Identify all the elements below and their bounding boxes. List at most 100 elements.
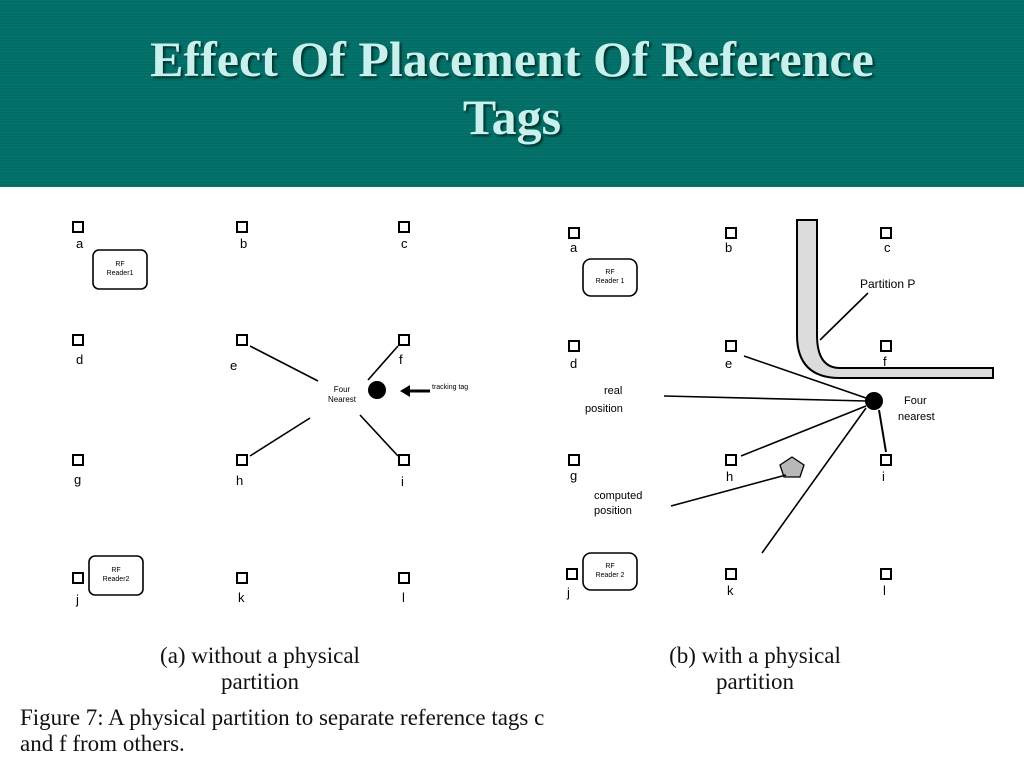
diagram-b: a b c d e f g h i j k l RF Reader 1 RF R… xyxy=(566,219,994,600)
caption-a-line1: (a) without a physical xyxy=(160,643,360,668)
tag-label-d: d xyxy=(76,352,83,367)
computed-position-line xyxy=(670,474,787,507)
tag-label-c: c xyxy=(884,240,891,255)
figure-caption: Figure 7: A physical partition to separa… xyxy=(20,705,1010,757)
link-h xyxy=(740,405,867,457)
title-line-1: Effect Of Placement Of Reference xyxy=(150,31,874,87)
tag-square-c xyxy=(398,221,410,233)
tag-square-h xyxy=(236,454,248,466)
tag-square-l xyxy=(398,572,410,584)
tag-square-g xyxy=(568,454,580,466)
tag-label-k: k xyxy=(727,583,734,598)
tag-square-k xyxy=(236,572,248,584)
rf-reader-1-line1: RF xyxy=(115,261,124,268)
four-nearest-label-line1: Four xyxy=(904,395,927,407)
tag-square-d xyxy=(72,334,84,346)
tag-label-b: b xyxy=(240,236,247,251)
partition-label: Partition P xyxy=(860,277,915,291)
tag-square-j xyxy=(72,572,84,584)
tag-label-k: k xyxy=(238,590,245,605)
tag-square-e xyxy=(725,340,737,352)
diagram-a: a b c d e f g h i j k l RF Reader1 RF Re… xyxy=(72,221,468,607)
four-nearest-label-line1: Four xyxy=(334,385,351,394)
tag-square-k xyxy=(725,568,737,580)
link-f xyxy=(367,345,399,381)
rf-reader-2-box xyxy=(88,555,144,596)
tag-label-d: d xyxy=(570,356,577,371)
tag-label-l: l xyxy=(883,583,886,598)
title-line-2: Tags xyxy=(462,89,562,145)
caption-a-line2: partition xyxy=(221,669,299,694)
tag-label-l: l xyxy=(402,590,405,605)
tag-label-i: i xyxy=(882,469,885,484)
tag-square-i xyxy=(398,454,410,466)
tag-label-j: j xyxy=(75,592,79,607)
caption-a: (a) without a physical partition xyxy=(60,643,460,695)
tracking-tag-arrow-head xyxy=(400,385,410,397)
tag-label-f: f xyxy=(883,354,887,369)
tag-square-a xyxy=(568,227,580,239)
tag-label-h: h xyxy=(726,469,733,484)
rf-reader-2-line1: RF xyxy=(605,563,614,570)
tag-label-c: c xyxy=(401,236,408,251)
tag-label-e: e xyxy=(230,358,237,373)
tag-label-j: j xyxy=(566,585,570,600)
real-position-dot xyxy=(865,392,883,410)
tag-label-g: g xyxy=(570,468,577,483)
tag-square-d xyxy=(568,340,580,352)
tag-square-b xyxy=(725,227,737,239)
link-e xyxy=(249,345,319,382)
tag-square-e xyxy=(236,334,248,346)
computed-position-label-line1: computed xyxy=(594,490,642,502)
link-i xyxy=(359,414,399,457)
rf-reader-1-line1: RF xyxy=(605,269,614,276)
figure-caption-line1: Figure 7: A physical partition to separa… xyxy=(20,705,545,730)
rf-reader-1-box xyxy=(92,249,148,290)
tracking-tag-dot xyxy=(368,381,386,399)
tag-square-l xyxy=(880,568,892,580)
partition-wall xyxy=(796,219,994,379)
link-h xyxy=(249,417,311,457)
link-k xyxy=(761,407,867,554)
figure-diagram: a b c d e f g h i j k l RF Reader1 RF Re… xyxy=(72,219,994,607)
tag-square-g xyxy=(72,454,84,466)
tag-label-g: g xyxy=(74,472,81,487)
tag-square-f xyxy=(398,334,410,346)
tag-label-e: e xyxy=(725,356,732,371)
tag-square-b xyxy=(236,221,248,233)
rf-reader-2-line1: RF xyxy=(111,567,120,574)
real-position-label-line2: position xyxy=(585,403,623,415)
computed-position-label-line2: position xyxy=(594,505,632,517)
computed-position-marker xyxy=(779,456,805,478)
tag-square-f xyxy=(880,340,892,352)
real-position-label-line1: real xyxy=(604,385,622,397)
tag-label-i: i xyxy=(401,474,404,489)
tracking-tag-label: tracking tag xyxy=(432,384,468,391)
rf-reader-1-line2: Reader 1 xyxy=(596,278,625,285)
figure-caption-line2: and f from others. xyxy=(20,731,185,756)
tag-square-a xyxy=(72,221,84,233)
link-e xyxy=(743,355,867,399)
rf-reader-2-line2: Reader2 xyxy=(103,576,130,583)
four-nearest-label-line2: Nearest xyxy=(328,395,357,404)
four-nearest-label-line2: nearest xyxy=(898,411,935,423)
tag-square-c xyxy=(880,227,892,239)
title-bar xyxy=(0,0,1024,187)
partition-leader xyxy=(819,292,869,341)
caption-b: (b) with a physical partition xyxy=(555,643,955,695)
caption-b-line1: (b) with a physical xyxy=(669,643,841,668)
tag-square-j xyxy=(566,568,578,580)
slide-title: Effect Of Placement Of Reference Tags xyxy=(0,30,1024,146)
tag-label-b: b xyxy=(725,240,732,255)
rf-reader-2-line2: Reader 2 xyxy=(596,572,625,579)
tag-square-h xyxy=(725,454,737,466)
tag-label-a: a xyxy=(76,236,84,251)
tag-square-i xyxy=(880,454,892,466)
tag-label-h: h xyxy=(236,473,243,488)
link-i xyxy=(878,409,887,453)
tag-label-a: a xyxy=(570,240,578,255)
tag-label-f: f xyxy=(399,352,403,367)
caption-b-line2: partition xyxy=(716,669,794,694)
rf-reader-1-line2: Reader1 xyxy=(107,270,134,277)
rf-reader-2-box xyxy=(582,552,638,591)
